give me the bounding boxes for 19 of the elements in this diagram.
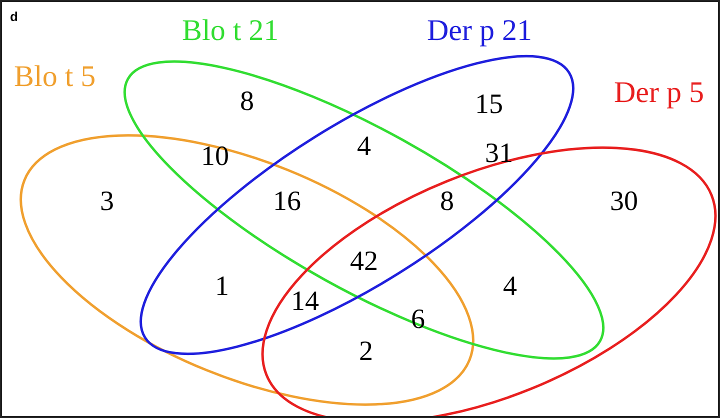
count-label: 15 bbox=[475, 91, 503, 119]
count-label: 16 bbox=[273, 188, 301, 216]
count-label: 2 bbox=[359, 338, 373, 366]
count-label: 4 bbox=[357, 133, 371, 161]
count-label: 8 bbox=[440, 188, 454, 216]
count-label: 10 bbox=[201, 143, 229, 171]
set-label: Der p 21 bbox=[426, 16, 532, 46]
count-label: 31 bbox=[485, 140, 513, 168]
set-label: Der p 5 bbox=[614, 78, 704, 108]
count-label: 1 bbox=[215, 273, 229, 301]
panel-letter: d bbox=[10, 10, 18, 23]
count-label: 3 bbox=[100, 188, 114, 216]
count-label: 14 bbox=[291, 288, 319, 316]
count-label: 42 bbox=[350, 248, 378, 276]
set-label: Blo t 21 bbox=[182, 16, 279, 46]
set-label: Blo t 5 bbox=[14, 62, 96, 92]
count-label: 8 bbox=[240, 88, 254, 116]
count-label: 4 bbox=[503, 273, 517, 301]
count-label: 30 bbox=[610, 188, 638, 216]
